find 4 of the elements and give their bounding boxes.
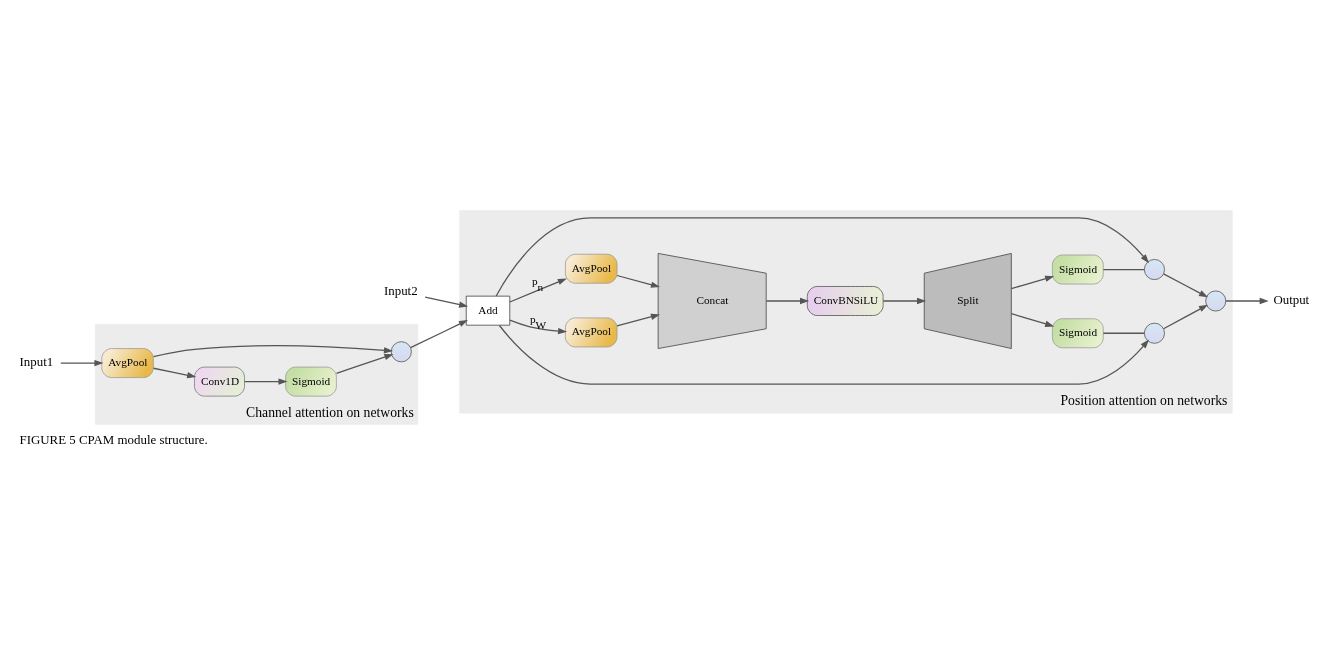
node-text: Output [1273,293,1310,308]
caption: FIGURE 5 CPAM module structure. [19,433,208,448]
node-text: Input2 [383,284,418,299]
node-text: Input1 [19,355,54,370]
